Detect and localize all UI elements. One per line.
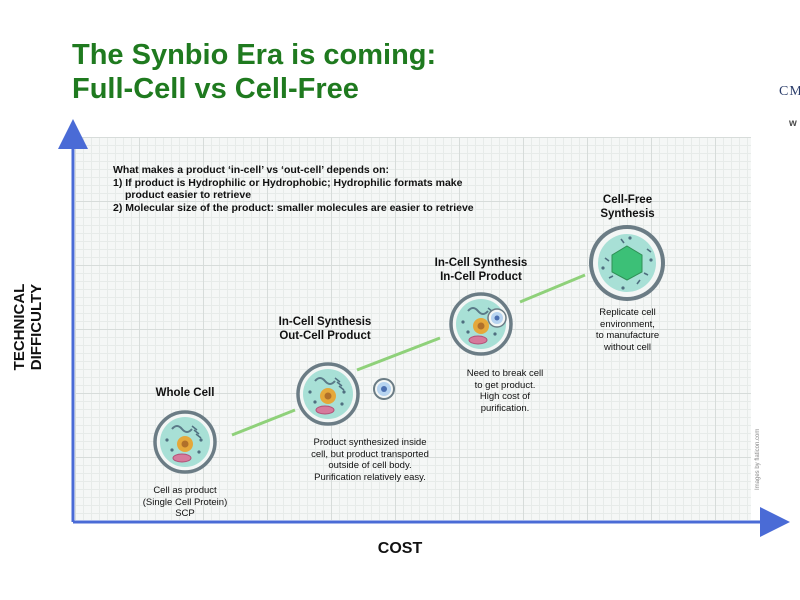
desc-line: (Single Cell Protein)	[115, 497, 255, 509]
cell-free-icon	[589, 225, 665, 301]
stage-cell-free-description: Replicate cell environment, to manufactu…	[570, 307, 685, 353]
desc-line: environment,	[570, 319, 685, 331]
y-axis-label-line-1: TECHNICAL	[11, 207, 28, 447]
internal-product-icon	[488, 309, 506, 327]
stage-out-cell-title-line-2: Out-Cell Product	[250, 329, 400, 343]
stage-in-cell-title-line-1: In-Cell Synthesis	[406, 256, 556, 270]
out-cell-product-icon	[298, 364, 358, 424]
secreted-product-icon	[374, 379, 394, 399]
stage-cell-free-title-line-1: Cell-Free	[570, 193, 685, 207]
desc-line: to get product.	[440, 380, 570, 392]
y-axis-label: TECHNICAL DIFFICULTY	[11, 207, 45, 447]
y-axis-label-line-2: DIFFICULTY	[28, 207, 45, 447]
stage-out-cell-title-line-1: In-Cell Synthesis	[250, 315, 400, 329]
stage-whole-cell-description: Cell as product (Single Cell Protein) SC…	[115, 485, 255, 520]
stage-in-cell-title-line-2: In-Cell Product	[406, 270, 556, 284]
explanation-note: What makes a product ‘in-cell’ vs ‘out-c…	[113, 164, 553, 214]
stage-cell-free-title-line-2: Synthesis	[570, 207, 685, 221]
desc-line: cell, but product transported	[285, 449, 455, 461]
desc-line: to manufacture	[570, 330, 685, 342]
desc-line: purification.	[440, 403, 570, 415]
stage-out-cell-description: Product synthesized inside cell, but pro…	[285, 437, 455, 483]
desc-line: High cost of	[440, 391, 570, 403]
note-point-1-line-1: 1) If product is Hydrophilic or Hydropho…	[113, 177, 553, 190]
note-intro: What makes a product ‘in-cell’ vs ‘out-c…	[113, 164, 553, 177]
desc-line: without cell	[570, 342, 685, 354]
trend-segment-1	[232, 410, 295, 435]
desc-line: Purification relatively easy.	[285, 472, 455, 484]
stage-out-cell-title: In-Cell Synthesis Out-Cell Product	[250, 315, 400, 343]
desc-line: Replicate cell	[570, 307, 685, 319]
desc-line: Product synthesized inside	[285, 437, 455, 449]
note-point-1-line-2: product easier to retrieve	[113, 189, 553, 202]
image-credit: Images by flaticon.com	[755, 429, 761, 490]
desc-line: SCP	[115, 508, 255, 520]
desc-line: outside of cell body.	[285, 460, 455, 472]
stage-in-cell-description: Need to break cell to get product. High …	[440, 368, 570, 414]
stage-cell-free-title: Cell-Free Synthesis	[570, 193, 685, 221]
note-point-2: 2) Molecular size of the product: smalle…	[113, 202, 553, 215]
whole-cell-icon	[155, 412, 215, 472]
desc-line: Cell as product	[115, 485, 255, 497]
stage-whole-cell-title: Whole Cell	[120, 386, 250, 400]
stage-in-cell-title: In-Cell Synthesis In-Cell Product	[406, 256, 556, 284]
desc-line: Need to break cell	[440, 368, 570, 380]
x-axis-label: COST	[340, 540, 460, 558]
stage-whole-cell-title-line-1: Whole Cell	[120, 386, 250, 400]
